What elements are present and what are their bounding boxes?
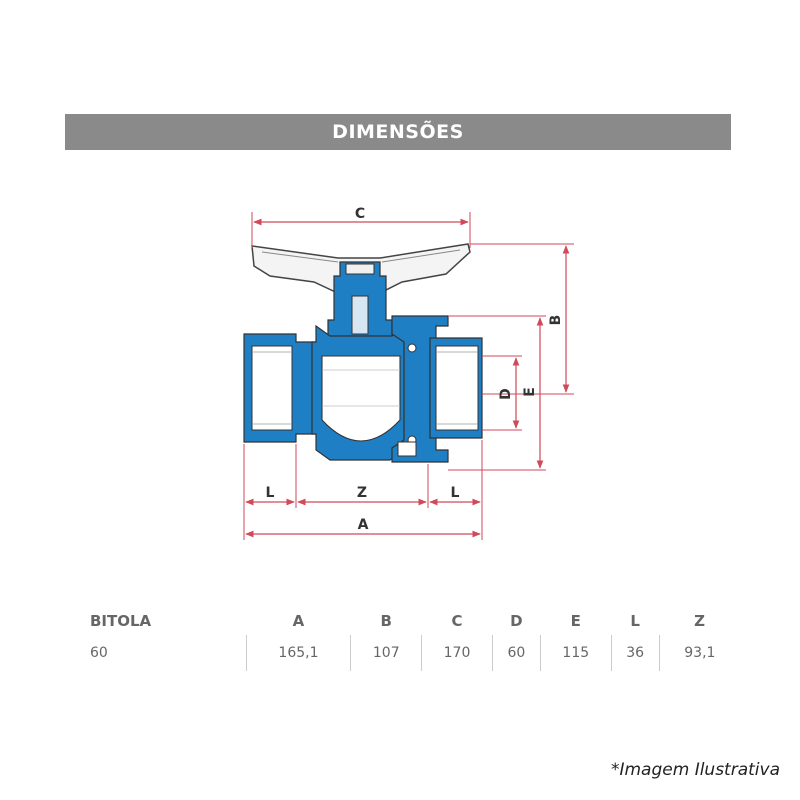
table-header-row: BITOLA A B C D E L Z: [90, 607, 740, 635]
cell-z: 93,1: [658, 635, 740, 671]
dimensions-table: BITOLA A B C D E L Z 60 165,1 107 170 60…: [90, 607, 740, 671]
valve-ball: [321, 355, 401, 442]
column-header-d: D: [510, 612, 523, 630]
valve-union-nut: [391, 315, 449, 463]
dimension-label-c: C: [355, 206, 365, 222]
illustrative-image-note: *Imagem Ilustrativa: [610, 760, 780, 780]
column-header-c: C: [451, 612, 463, 630]
dimension-label-b: B: [548, 315, 564, 326]
cell-b: 107: [350, 635, 422, 671]
dimension-label-d: D: [498, 388, 514, 400]
column-header-a: A: [292, 612, 305, 630]
column-header-z: Z: [694, 612, 706, 630]
cell-c: 170: [421, 635, 493, 671]
dimension-label-e: E: [522, 387, 538, 397]
cell-l: 36: [610, 635, 660, 671]
section-title: DIMENSÕES: [332, 121, 464, 143]
cell-bitola: 60: [90, 645, 108, 661]
column-header-bitola: BITOLA: [90, 612, 152, 630]
dimension-label-l-left: L: [266, 485, 275, 501]
cell-a: 165,1: [245, 635, 351, 671]
table-row: 60 165,1 107 170 60 115 36 93,1: [90, 635, 740, 671]
column-header-b: B: [380, 612, 392, 630]
cell-d: 60: [491, 635, 541, 671]
section-banner: DIMENSÕES: [65, 114, 731, 150]
cell-e: 115: [539, 635, 612, 671]
column-header-l: L: [630, 612, 640, 630]
dimension-label-a: A: [358, 517, 369, 533]
column-header-e: E: [570, 612, 581, 630]
dimension-label-z: Z: [357, 485, 367, 501]
dimension-label-l-right: L: [451, 485, 460, 501]
